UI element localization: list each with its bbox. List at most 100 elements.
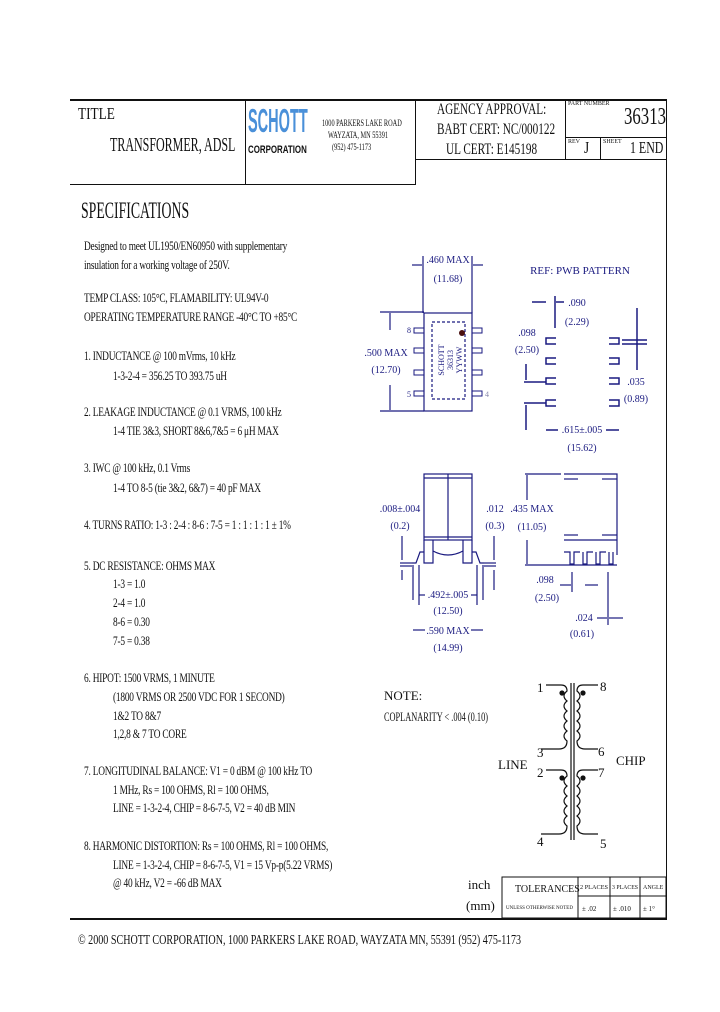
frame-right <box>666 99 667 919</box>
dim-pwb-span-mm: (15.62) <box>567 443 596 454</box>
svg-text:YYWW: YYWW <box>455 346 464 373</box>
dim-overall-w-mm: (14.99) <box>433 643 462 654</box>
spec-line: 1,2,8 & 7 TO CORE <box>113 726 187 741</box>
tol-val: ± .02 <box>582 905 597 913</box>
pin-label: 3 <box>537 745 544 760</box>
end-view <box>525 473 623 625</box>
pwb-title: REF: PWB PATTERN <box>530 265 630 277</box>
tol-val: ± 1° <box>643 905 655 913</box>
pin-label: 4 <box>485 390 489 399</box>
title-label: TITLE <box>78 104 115 123</box>
spec-line: 1-3-2-4 = 356.25 TO 393.75 uH <box>113 368 227 383</box>
spec-line: 3. IWC @ 100 kHz, 0.1 Vrms <box>84 460 191 475</box>
schott-logo-corporation: CORPORATION <box>248 144 307 156</box>
spec-line: 2. LEAKAGE INDUCTANCE @ 0.1 VRMS, 100 kH… <box>84 404 282 419</box>
divider <box>245 100 246 185</box>
polarity-dot <box>559 775 565 781</box>
divider <box>600 137 601 159</box>
rev-value: J <box>584 138 590 157</box>
spec-line: 8. HARMONIC DISTORTION: Rs = 100 OHMS, R… <box>84 838 329 853</box>
dim-top-width: .460 MAX <box>426 255 470 266</box>
transformer-schematic <box>541 683 598 840</box>
schott-logo: SCHOTT <box>248 102 308 139</box>
tolerances-label: TOLERANCES <box>515 884 580 895</box>
dim-standoff-mm: (0.3) <box>485 521 504 532</box>
dim-pwb-pad: .098 <box>518 328 536 339</box>
spec-line: Designed to meet UL1950/EN60950 with sup… <box>84 238 288 253</box>
units-mm: (mm) <box>466 898 495 913</box>
tolerance-table <box>501 876 667 919</box>
schematic-chip-label: CHIP <box>616 753 646 768</box>
divider <box>565 137 666 138</box>
pin-label: 2 <box>537 765 544 780</box>
frame-top <box>70 99 667 101</box>
divider <box>565 100 566 159</box>
dim-pwb-span: .615±.005 <box>562 425 603 436</box>
rev-label: REV <box>568 139 580 145</box>
dim-top-width-mm: (11.68) <box>434 274 463 285</box>
units-inch: inch <box>468 877 491 892</box>
spec-line: TEMP CLASS: 105°C, FLAMABILITY: UL94V-0 <box>84 290 269 305</box>
dim-pwb-pitch: .090 <box>568 298 586 309</box>
tol-col: 3 PLACES <box>612 885 638 891</box>
tol-val: ± .010 <box>613 905 631 913</box>
pin-label: 5 <box>600 836 607 851</box>
dim-pwb-pitch-mm: (2.29) <box>565 317 589 328</box>
company-address: 1000 PARKERS LAKE ROAD WAYZATA, MN 55391… <box>322 118 402 152</box>
side-view <box>400 473 496 631</box>
footer-copyright: © 2000 SCHOTT CORPORATION, 1000 PARKERS … <box>78 933 522 948</box>
tolerances-sub: UNLESS OTHERWISE NOTED <box>506 906 573 911</box>
sheet-label: SHEET <box>603 139 622 145</box>
svg-text:SCHOTT: SCHOTT <box>437 344 446 375</box>
dim-overall-w: .590 MAX <box>426 626 470 637</box>
chip-marking: SCHOTT 36313 YYWW <box>437 344 464 375</box>
pwb-pattern <box>524 296 647 431</box>
note-label: NOTE: <box>384 688 422 703</box>
tol-col: 2 PLACES <box>580 885 608 891</box>
pin-label: 5 <box>407 390 411 399</box>
polarity-dot <box>580 690 586 696</box>
dim-lead-thk: .008±.004 <box>380 504 421 515</box>
spec-line: 5. DC RESISTANCE: OHMS MAX <box>84 558 216 573</box>
title-block-bottom <box>70 184 416 185</box>
part-number-label: PART NUMBER <box>568 101 610 107</box>
spec-line: 1-3 = 1.0 <box>113 576 146 591</box>
dim-pwb-pad-w-mm: (0.89) <box>624 394 648 405</box>
polarity-dot <box>580 775 586 781</box>
polarity-dot <box>559 690 565 696</box>
dim-lead-thk-mm: (0.2) <box>390 521 409 532</box>
dim-pwb-pad-w: .035 <box>627 377 645 388</box>
pin-label: 1 <box>537 680 544 695</box>
tol-col: ANGLE <box>643 885 664 891</box>
dim-lead-w: .024 <box>575 613 593 624</box>
schematic-line-label: LINE <box>498 757 528 772</box>
spec-line: OPERATING TEMPERATURE RANGE -40°C TO +85… <box>84 309 298 324</box>
spec-line: 8-6 = 0.30 <box>113 614 150 629</box>
svg-text:36313: 36313 <box>446 350 455 370</box>
spec-line: 4. TURNS RATIO: 1-3 : 2-4 : 8-6 : 7-5 = … <box>84 517 291 532</box>
spec-line: @ 40 kHz, V2 = -66 dB MAX <box>113 875 222 890</box>
dim-body-w: .492±.005 <box>428 590 469 601</box>
spec-line: 6. HIPOT: 1500 VRMS, 1 MINUTE <box>84 670 215 685</box>
pin-label: 8 <box>407 326 411 335</box>
spec-line: 7-5 = 0.38 <box>113 633 150 648</box>
spec-line: LINE = 1-3-2-4, CHIP = 8-6-7-5, V1 = 15 … <box>113 857 333 872</box>
dim-height-mm: (11.05) <box>518 522 547 533</box>
dim-pwb-pad-mm: (2.50) <box>515 345 539 356</box>
top-view <box>380 256 483 412</box>
divider <box>415 100 416 185</box>
sheet-value: 1 END <box>630 138 664 157</box>
spec-line: 1 MHz, Rs = 100 OHMS, Rl = 100 OHMS, <box>113 782 269 797</box>
coplanarity-note: COPLANARITY < .004 (0.10) <box>384 709 488 724</box>
dim-body-w-mm: (12.50) <box>433 606 462 617</box>
specifications-heading: SPECIFICATIONS <box>81 198 190 223</box>
dim-lead-pitch-mm: (2.50) <box>535 593 559 604</box>
part-number: 36313 <box>624 104 666 130</box>
spec-line: LINE = 1-3-2-4, CHIP = 8-6-7-5, V2 = 40 … <box>113 800 296 815</box>
spec-line: (1800 VRMS OR 2500 VDC FOR 1 SECOND) <box>113 689 285 704</box>
pin-label: 8 <box>600 679 607 694</box>
spec-line: 7. LONGITUDINAL BALANCE: V1 = 0 dBM @ 10… <box>84 763 313 778</box>
dim-top-height: .500 MAX <box>364 348 408 359</box>
spec-line: 1&2 TO 8&7 <box>113 708 161 723</box>
